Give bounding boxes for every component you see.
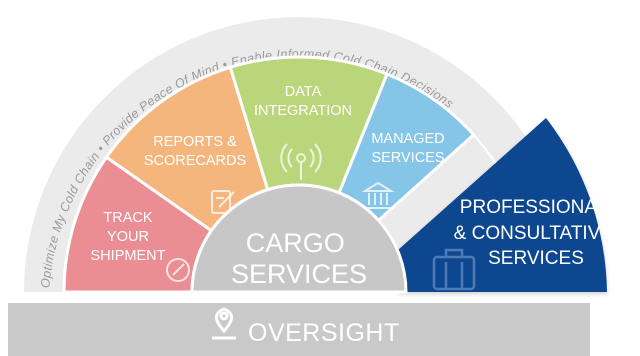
oversight-label: OVERSIGHT xyxy=(248,319,400,347)
professional-label: PROFESSIONAL & CONSULTATIVE SERVICES xyxy=(454,197,619,269)
briefcase-icon xyxy=(432,248,476,291)
professional-segment[interactable] xyxy=(398,118,607,292)
bank-building-icon xyxy=(361,181,395,209)
compass-icon xyxy=(166,258,190,282)
center-label: CARGO SERVICES xyxy=(231,228,367,289)
location-person-icon xyxy=(212,307,236,340)
center-hub xyxy=(190,183,408,294)
signal-antenna-icon xyxy=(280,143,322,180)
scorecard-edit-icon xyxy=(211,190,235,214)
professional-segment-shape[interactable] xyxy=(398,118,607,292)
oversight-bar xyxy=(8,303,590,356)
segment-1-label: REPORTS &SCORECARDS xyxy=(144,134,246,169)
